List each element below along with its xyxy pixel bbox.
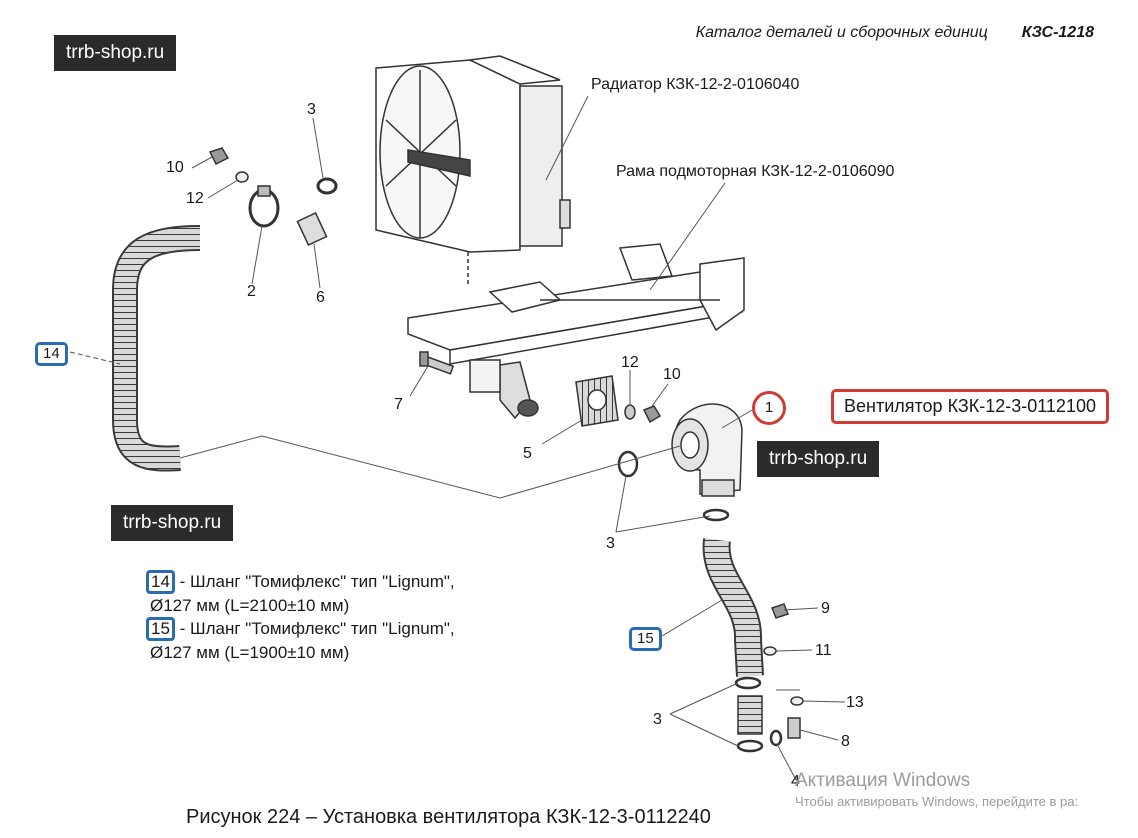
part-number: 10 bbox=[166, 159, 184, 176]
leader-lines bbox=[69, 95, 846, 781]
part-number: 9 bbox=[821, 600, 830, 617]
legend-number-14: 14 bbox=[146, 570, 175, 594]
windows-activation-watermark: Активация Windows Чтобы активировать Win… bbox=[795, 770, 1078, 809]
part-number: 7 bbox=[394, 396, 403, 413]
part-number: 4 bbox=[791, 773, 800, 790]
hose-15-drawing bbox=[702, 538, 764, 677]
hose-14-drawing bbox=[112, 225, 201, 472]
catalog-code: КЗС-1218 bbox=[1021, 24, 1094, 41]
part-number-1-highlight: 1 bbox=[752, 391, 786, 425]
part-number: 6 bbox=[316, 289, 325, 306]
part-number: 12 bbox=[186, 190, 204, 207]
part-number: 10 bbox=[663, 366, 681, 383]
part-number: 2 bbox=[247, 283, 256, 300]
activation-subtitle: Чтобы активировать Windows, перейдите в … bbox=[795, 794, 1079, 809]
part-number: 12 bbox=[621, 354, 639, 371]
figure-caption: Рисунок 224 – Установка вентилятора КЗК-… bbox=[186, 806, 711, 828]
watermark-badge: trrb-shop.ru bbox=[54, 35, 177, 71]
part-number: 13 bbox=[846, 694, 864, 711]
fan-drawing bbox=[671, 403, 743, 497]
legend-size: Ø127 мм (L=1900±10 мм) bbox=[150, 643, 350, 662]
legend-item-15: 15 - Шланг "Томифлекс" тип "Lignum", bbox=[146, 617, 455, 641]
part-number: 11 bbox=[815, 642, 832, 659]
legend-item-14: 14 - Шланг "Томифлекс" тип "Lignum", bbox=[146, 570, 455, 594]
grille-drawing bbox=[575, 375, 619, 427]
watermark-badge: trrb-shop.ru bbox=[111, 505, 234, 541]
radiator-callout: Радиатор КЗК-12-2-0106040 bbox=[591, 76, 800, 93]
fan-callout: Вентилятор КЗК-12-3-0112100 bbox=[831, 389, 1109, 424]
radiator-drawing bbox=[375, 55, 571, 285]
part-number: 5 bbox=[523, 445, 532, 462]
bolt-drawing bbox=[419, 351, 455, 375]
activation-title: Активация Windows bbox=[795, 770, 971, 791]
part-number: 3 bbox=[307, 101, 316, 118]
watermark-badge: trrb-shop.ru bbox=[757, 441, 880, 477]
legend-number-15: 15 bbox=[146, 617, 175, 641]
part-number: 3 bbox=[606, 535, 615, 552]
parts-legend: 14 - Шланг "Томифлекс" тип "Lignum", Ø12… bbox=[146, 570, 455, 664]
subframe-drawing bbox=[407, 243, 745, 420]
catalog-header: Каталог деталей и сборочных единиц КЗС-12… bbox=[696, 24, 1094, 42]
part-number-15-highlight: 15 bbox=[629, 627, 662, 651]
part-number: 3 bbox=[653, 711, 662, 728]
part-number-14-highlight: 14 bbox=[35, 342, 68, 366]
legend-size: Ø127 мм (L=2100±10 мм) bbox=[150, 596, 350, 615]
part-number: 8 bbox=[841, 733, 850, 750]
frame-callout: Рама подмоторная КЗК-12-2-0106090 bbox=[616, 163, 895, 180]
bottom-hardware-drawing bbox=[734, 603, 804, 753]
legend-text: - Шланг "Томифлекс" тип "Lignum", bbox=[174, 572, 455, 591]
mid-hardware-drawing bbox=[624, 404, 662, 424]
top-hardware-drawing bbox=[208, 147, 338, 247]
legend-text: - Шланг "Томифлекс" тип "Lignum", bbox=[174, 619, 455, 638]
catalog-title: Каталог деталей и сборочных единиц bbox=[695, 24, 988, 41]
